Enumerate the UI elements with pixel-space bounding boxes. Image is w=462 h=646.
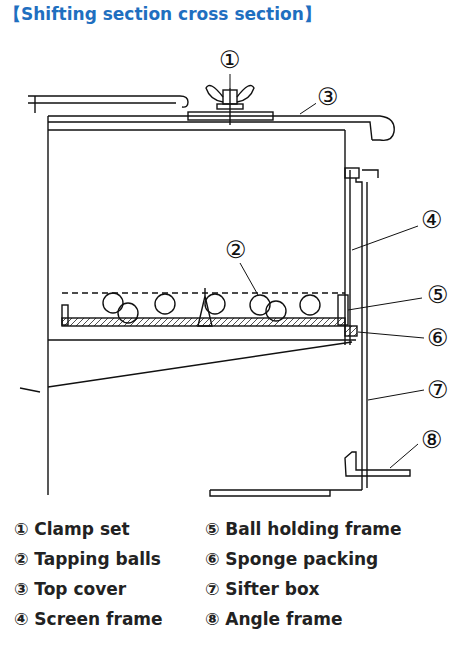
part-name: ⑧ Angle frame <box>205 610 343 629</box>
callout-number: ③ <box>316 84 340 110</box>
part-name: ④ Screen frame <box>14 610 163 629</box>
part-name: ③ Top cover <box>14 580 126 599</box>
callout-number: ④ <box>420 207 444 233</box>
callout-number: ① <box>218 47 242 73</box>
part-name: ① Clamp set <box>14 520 130 539</box>
callout-number: ⑧ <box>420 427 444 453</box>
callout-number: ⑥ <box>426 325 450 351</box>
part-name: ⑤ Ball holding frame <box>205 520 402 539</box>
diagram-title: 【Shifting section cross section】 <box>4 5 321 24</box>
part-name: ⑦ Sifter box <box>205 580 320 599</box>
callout-number: ⑦ <box>426 377 450 403</box>
callout-number: ⑤ <box>426 282 450 308</box>
part-name: ⑥ Sponge packing <box>205 550 378 569</box>
callout-number: ② <box>224 237 248 263</box>
part-name: ② Tapping balls <box>14 550 161 569</box>
